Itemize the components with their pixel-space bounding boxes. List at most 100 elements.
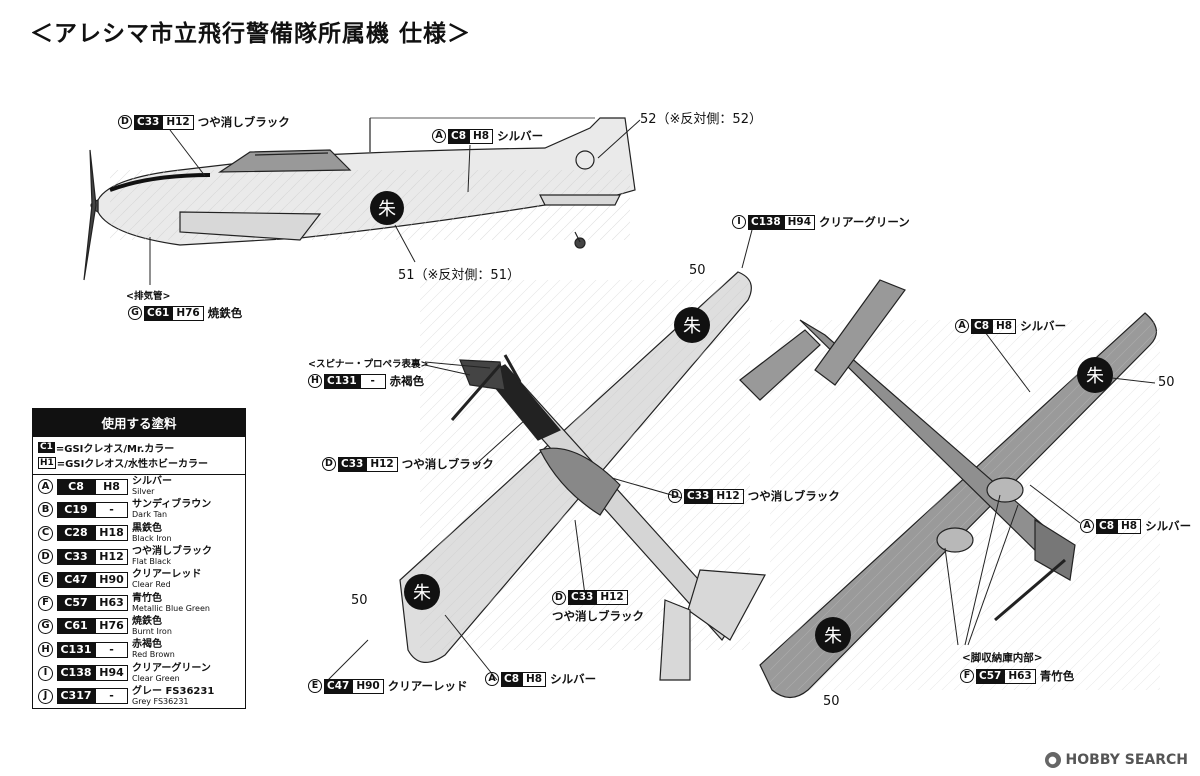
paint-name-jp: グレー FS36231 bbox=[132, 685, 215, 697]
hobby-color-code: - bbox=[359, 373, 386, 389]
spinner-label: <スピナー・プロペラ表裏> bbox=[308, 359, 429, 370]
mr-color-code: C33 bbox=[57, 548, 95, 565]
paint-name-jp: 焼鉄色 bbox=[132, 615, 162, 627]
color-letter: A bbox=[432, 129, 446, 143]
paint-name-jp: 青竹色 bbox=[132, 592, 162, 604]
hobby-color-code: - bbox=[95, 688, 128, 705]
color-name: 焼鉄色 bbox=[207, 306, 243, 320]
color-name: つや消しブラック bbox=[552, 609, 644, 623]
color-letter: D bbox=[322, 457, 336, 471]
paint-letter: E bbox=[38, 572, 53, 588]
paint-letter: D bbox=[38, 549, 53, 565]
hobby-color-code: H63 bbox=[1004, 668, 1036, 684]
mr-color-code: C8 bbox=[57, 478, 95, 495]
callout-spine: D C33 H12 つや消しブラック bbox=[552, 590, 662, 624]
hobby-color-code: H94 bbox=[95, 665, 128, 682]
callout-spinner: H C131 - 赤褐色 bbox=[308, 373, 424, 389]
paint-letter: B bbox=[38, 502, 53, 518]
paint-name-jp: サンディブラウン bbox=[132, 499, 212, 511]
mr-color-code: C8 bbox=[971, 318, 993, 334]
mr-color-code: C8 bbox=[1096, 518, 1118, 534]
callout-nav-light: I C138 H94 クリアーグリーン bbox=[732, 214, 910, 230]
callout-wheelwell: F C57 H63 青竹色 bbox=[960, 668, 1074, 684]
mr-color-code: C33 bbox=[338, 456, 367, 472]
hobby-color-code: H94 bbox=[783, 214, 816, 230]
mr-color-code: C131 bbox=[324, 373, 360, 389]
legend-code: C1 bbox=[38, 442, 55, 453]
callout-canopy: D C33 H12 つや消しブラック bbox=[118, 114, 290, 130]
color-name: シルバー bbox=[1020, 319, 1067, 333]
color-letter: D bbox=[118, 115, 132, 129]
color-name: つや消しブラック bbox=[197, 115, 290, 129]
marking-number: 50 bbox=[689, 263, 706, 278]
paint-letter: A bbox=[38, 479, 53, 495]
mr-color-code: C33 bbox=[684, 488, 713, 504]
svg-text:朱: 朱 bbox=[413, 583, 431, 604]
hobby-color-code: H8 bbox=[95, 478, 128, 495]
hobby-color-code: H90 bbox=[95, 571, 128, 588]
paint-letter: I bbox=[38, 665, 53, 681]
hobby-color-code: H12 bbox=[162, 114, 194, 130]
paint-name-jp: 黒鉄色 bbox=[132, 522, 162, 534]
callout-fuselage: A C8 H8 シルバー bbox=[432, 128, 543, 144]
paint-table: 使用する塗料 C1 =GSIクレオス/Mr.カラー H1 =GSIクレオス/水性… bbox=[32, 408, 246, 709]
legend-row: C1 =GSIクレオス/Mr.カラー bbox=[38, 440, 240, 455]
marking-52-note: 52（※反対側：52） bbox=[640, 112, 762, 127]
color-name: シルバー bbox=[1145, 519, 1192, 533]
paint-name-en: Grey FS36231 bbox=[132, 696, 189, 706]
callout-wingtip: E C47 H90 クリアーレッド bbox=[308, 678, 468, 694]
color-letter: A bbox=[485, 672, 499, 686]
color-letter: A bbox=[955, 319, 969, 333]
hobby-color-code: H90 bbox=[352, 678, 384, 694]
paint-name-en: Silver bbox=[132, 487, 155, 497]
watermark-text: HOBBY SEARCH bbox=[1065, 752, 1188, 768]
color-name: クリアーグリーン bbox=[819, 215, 910, 229]
wheelwell-label: <脚収納庫内部> bbox=[962, 652, 1043, 664]
hobby-color-code: H8 bbox=[992, 318, 1017, 334]
mr-color-code: C33 bbox=[134, 114, 163, 130]
mr-color-code: C57 bbox=[57, 595, 95, 612]
mr-color-code: C57 bbox=[976, 668, 1005, 684]
marking-51-note: 51（※反対側：51） bbox=[398, 268, 520, 283]
paint-name-en: Burnt Iron bbox=[132, 626, 172, 636]
marking-number: 50 bbox=[823, 694, 840, 709]
marking-number: 50 bbox=[351, 593, 368, 608]
color-letter: F bbox=[960, 669, 974, 683]
color-letter: E bbox=[308, 679, 322, 693]
mr-color-code: C19 bbox=[57, 501, 95, 518]
mr-color-code: C47 bbox=[57, 571, 95, 588]
bottom-view-aircraft: 朱 朱 bbox=[739, 279, 1160, 699]
callout-underwing-top: A C8 H8 シルバー bbox=[955, 318, 1066, 334]
paint-name-jp: シルバー bbox=[132, 476, 172, 488]
paint-letter: C bbox=[38, 525, 53, 541]
hobby-color-code: H8 bbox=[1117, 518, 1142, 534]
svg-text:朱: 朱 bbox=[683, 316, 701, 337]
color-name: つや消しブラック bbox=[747, 489, 840, 503]
callout-wing-top: A C8 H8 シルバー bbox=[485, 671, 596, 687]
mr-color-code: C8 bbox=[448, 128, 470, 144]
exhaust-label: <排気管> bbox=[126, 291, 171, 302]
mr-color-code: C131 bbox=[57, 641, 95, 658]
color-name: クリアーレッド bbox=[387, 679, 468, 693]
mr-color-code: C138 bbox=[748, 214, 784, 230]
hobby-color-code: - bbox=[95, 641, 128, 658]
paint-name-jp: 赤褐色 bbox=[132, 639, 162, 651]
paint-letter: F bbox=[38, 595, 53, 611]
paint-letter: J bbox=[38, 688, 53, 704]
mr-color-code: C33 bbox=[568, 590, 597, 605]
hobby-color-code: - bbox=[95, 501, 128, 518]
